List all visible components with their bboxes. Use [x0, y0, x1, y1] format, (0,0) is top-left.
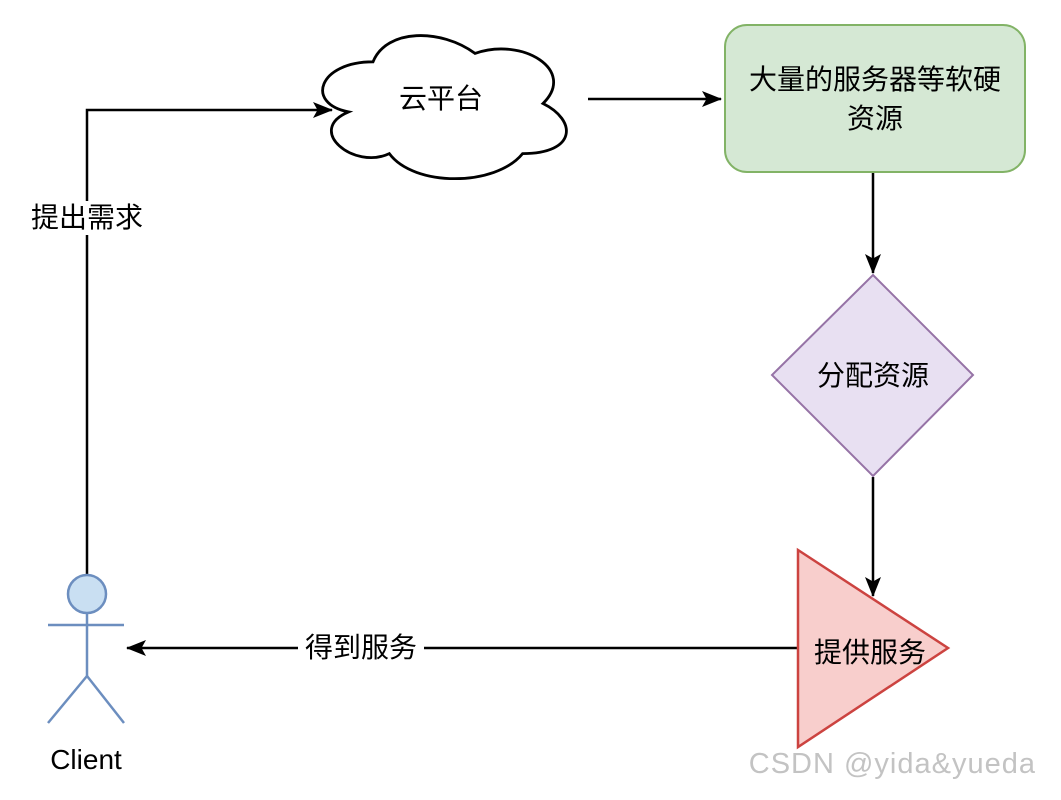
provide-triangle: [796, 547, 951, 750]
cloud-shape: [321, 34, 568, 180]
client-leg-left: [47, 675, 88, 724]
client-head: [66, 573, 108, 615]
client-figure: [47, 573, 125, 724]
resources-label: 大量的服务器等软硬 资源: [725, 60, 1025, 138]
client-label: Client: [50, 744, 122, 775]
allocate-diamond: [770, 273, 975, 478]
watermark: CSDN @yida&yueda: [748, 748, 1036, 780]
resources-label-line1: 大量的服务器等软硬: [748, 64, 1001, 95]
request-edge-label: 提出需求: [26, 201, 148, 235]
client-leg-right: [86, 675, 125, 724]
resources-box: [724, 24, 1026, 173]
client-to-cloud-connector: [85, 102, 333, 576]
allocate-label: 分配资源: [816, 360, 929, 391]
resources-label-line2: 资源: [846, 103, 903, 134]
serve-edge-label: 得到服务: [298, 631, 424, 665]
cloud-label: 云平台: [398, 83, 483, 114]
provide-label: 提供服务: [813, 637, 926, 668]
